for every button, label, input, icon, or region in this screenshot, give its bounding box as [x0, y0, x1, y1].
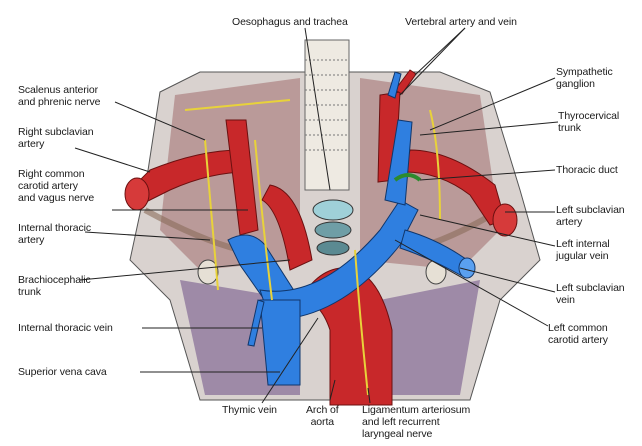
label-sympathetic-ganglion: Sympathetic ganglion [556, 66, 613, 90]
label-thyrocervical-trunk: Thyrocervical trunk [558, 110, 619, 134]
label-internal-thoracic-vein: Internal thoracic vein [18, 322, 113, 334]
label-scalenus-anterior: Scalenus anterior and phrenic nerve [18, 84, 100, 108]
label-vertebral-artery-vein: Vertebral artery and vein [405, 16, 517, 28]
label-thymic-vein: Thymic vein [222, 404, 277, 416]
label-left-common-carotid: Left common carotid artery [548, 322, 608, 346]
label-right-subclavian-artery: Right subclavian artery [18, 126, 93, 150]
label-brachiocephalic-trunk: Brachiocephalic trunk [18, 274, 91, 298]
label-left-subclavian-artery: Left subclavian artery [556, 204, 625, 228]
label-left-subclavian-vein: Left subclavian vein [556, 282, 625, 306]
label-internal-thoracic-artery: Internal thoracic artery [18, 222, 91, 246]
label-ligamentum-arteriosum: Ligamentum arteriosum and left recurrent… [362, 404, 470, 440]
label-arch-of-aorta: Arch of aorta [306, 404, 339, 428]
label-right-common-carotid: Right common carotid artery and vagus ne… [18, 168, 94, 204]
label-superior-vena-cava: Superior vena cava [18, 366, 107, 378]
label-thoracic-duct: Thoracic duct [556, 164, 618, 176]
label-oesophagus-trachea: Oesophagus and trachea [232, 16, 348, 28]
label-left-internal-jugular: Left internal jugular vein [556, 238, 610, 262]
